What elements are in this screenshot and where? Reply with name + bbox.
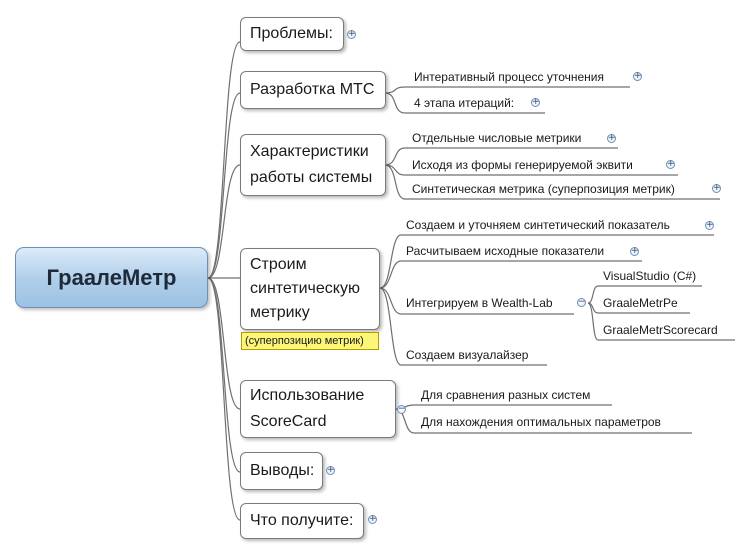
expand-icon[interactable]: + [630,246,639,256]
topic-what-you-get[interactable]: Что получите: [240,503,364,539]
subtopic-equity-shape[interactable]: Исходя из формы генерируемой эквити [412,158,633,172]
subtopic-visualstudio[interactable]: VisualStudio (C#) [603,269,697,283]
subtopic-compare-systems[interactable]: Для сравнения разных систем [421,388,591,402]
expand-icon[interactable]: + [607,133,616,143]
subtopic-iterative-process[interactable]: Интеративный процесс уточнения [414,70,604,84]
topic-system-characteristics-label: Характеристики работы системы [250,143,373,186]
topic-problems[interactable]: Проблемы: [240,17,344,51]
topic-mts-development[interactable]: Разработка МТС [240,71,386,109]
callout-note: (суперпозицию метрик) [241,332,379,350]
subtopic-graalemetrscorecard[interactable]: GraaleMetrScorecard [603,323,718,337]
topic-mts-development-label: Разработка МТС [250,81,375,98]
callout-note-label: (суперпозицию метрик) [245,335,364,347]
topic-using-scorecard-label: Использование ScoreCard [250,387,365,430]
expand-icon[interactable]: + [705,220,714,230]
central-topic-label: ГраалеМетр [46,264,177,290]
subtopic-optimal-params[interactable]: Для нахождения оптимальных параметров [421,415,661,429]
expand-icon[interactable]: + [368,514,377,524]
subtopic-calc-base-indicators[interactable]: Расчитываем исходные показатели [406,244,605,258]
collapse-icon[interactable]: − [577,297,586,307]
subtopic-integrate-wealthlab[interactable]: Интегрируем в Wealth-Lab [406,296,553,310]
topic-build-synthetic-metric[interactable]: Строим синтетическую метрику [240,248,380,330]
expand-icon[interactable]: + [326,465,335,475]
topic-using-scorecard[interactable]: Использование ScoreCard [240,380,396,438]
subtopic-iteration-stages[interactable]: 4 этапа итераций: [414,96,515,110]
topic-what-you-get-label: Что получите: [250,512,354,529]
expand-icon[interactable]: + [531,97,540,107]
expand-icon[interactable]: + [633,71,642,81]
topic-build-synthetic-metric-label: Строим синтетическую метрику [250,256,360,321]
subtopic-create-visualizer[interactable]: Создаем визуалайзер [406,348,529,362]
central-topic[interactable]: ГраалеМетр [15,247,208,308]
topic-conclusions[interactable]: Выводы: [240,452,323,490]
topic-conclusions-label: Выводы: [250,462,315,479]
subtopic-graalemetrpe[interactable]: GraaleMetrPe [603,296,678,310]
expand-icon[interactable]: + [347,29,356,39]
topic-system-characteristics[interactable]: Характеристики работы системы [240,134,386,196]
subtopic-create-synthetic-indicator[interactable]: Создаем и уточняем синтетический показат… [406,218,670,232]
subtopic-numeric-metrics[interactable]: Отдельные числовые метрики [412,131,582,145]
expand-icon[interactable]: + [666,159,675,169]
expand-icon[interactable]: + [712,183,721,193]
subtopic-synthetic-metric[interactable]: Синтетическая метрика (суперпозиция метр… [412,182,675,196]
collapse-icon[interactable]: − [397,404,406,414]
topic-problems-label: Проблемы: [250,25,333,42]
